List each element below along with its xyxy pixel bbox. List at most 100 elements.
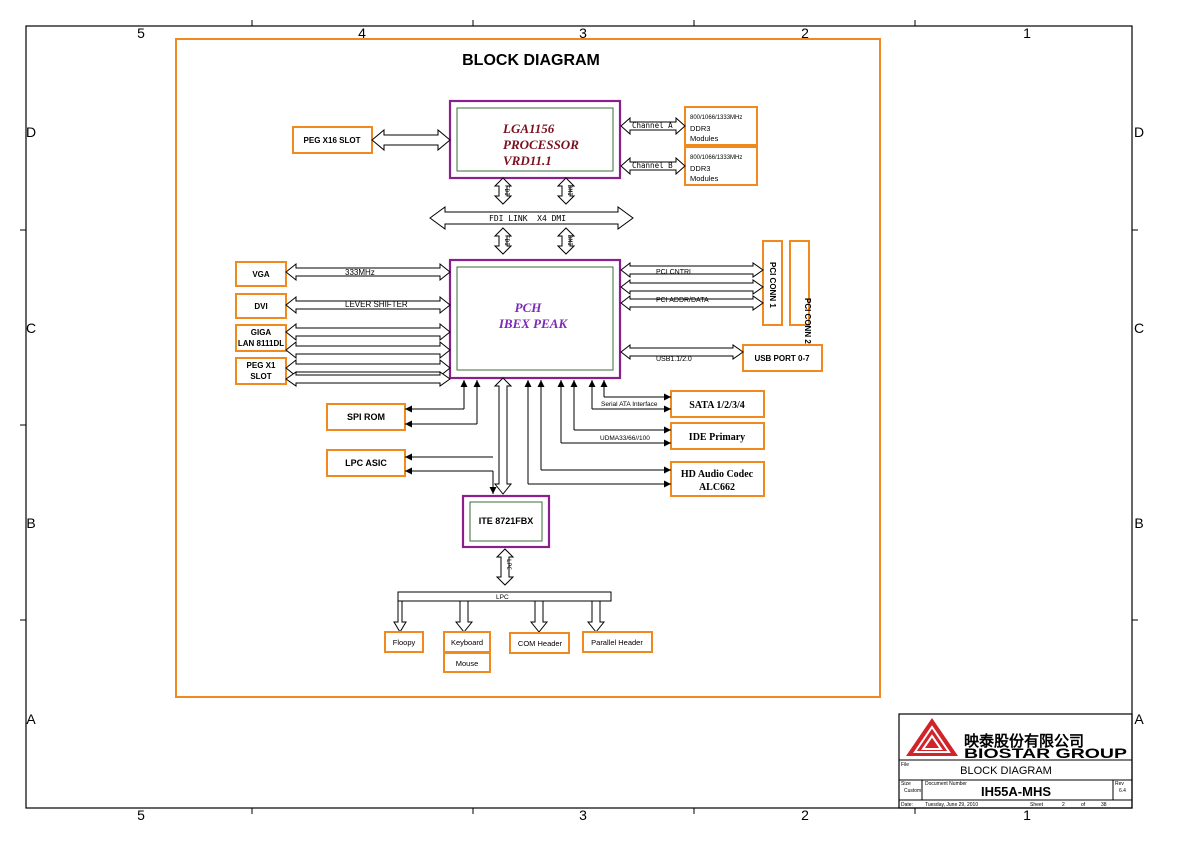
mouse-label: Mouse — [456, 659, 479, 668]
cpu-label-line: PROCESSOR — [503, 137, 579, 152]
sata-label: SATA 1/2/3/4 — [689, 400, 744, 411]
size-field-label: Size — [901, 781, 911, 787]
sata-block: SATA 1/2/3/4 — [670, 390, 765, 418]
fdi-link-arrow-bottom — [493, 227, 513, 255]
frame-row-label: C — [26, 320, 36, 336]
spi-rom-label: SPI ROM — [347, 412, 385, 422]
peg-x16-label: PEG X16 SLOT — [304, 136, 361, 145]
com-header-label: COM Header — [518, 639, 563, 648]
dmi-link-arrow-top — [556, 177, 576, 205]
giga-lan-block: GIGA LAN 8111DL — [235, 324, 287, 352]
dmi-label-bottom: DMI — [566, 235, 573, 246]
level-shifter-label: LEVER SHIFTER — [345, 300, 408, 309]
file-field-value: BLOCK DIAGRAM — [960, 765, 1052, 777]
pci-conn-2-label: PCI CONN 2 — [803, 298, 812, 344]
lpc-horizontal-label: LPC — [496, 594, 509, 601]
sheet-field-label: Sheet — [1030, 802, 1044, 808]
frame-col-label: 5 — [137, 807, 145, 823]
com-header-block: COM Header — [509, 632, 570, 654]
ite-label: ITE 8721FBX — [479, 516, 534, 526]
pci-addr-arrow — [620, 294, 764, 312]
peg-x1-label-line: PEG X1 — [247, 361, 276, 370]
left-bus-arrows — [285, 262, 451, 387]
sheet-number: 2 — [1062, 802, 1065, 808]
dvi-label: DVI — [254, 302, 267, 311]
sata-interface-label: Serial ATA Interface — [601, 401, 658, 408]
sheet-frame: 5 4 3 2 1 5 3 2 1 D C B A D C B A — [20, 20, 1144, 823]
hd-audio-block: HD Audio Codec ALC662 — [670, 461, 765, 497]
frame-row-label: A — [1134, 711, 1144, 727]
vga-freq-label: 333MHz — [345, 268, 375, 277]
ite-lpc-arrow — [495, 548, 515, 586]
channel-a-label: Channel A — [632, 121, 673, 130]
title-block: 映泰股份有限公司 BIOSTAR GROUP File BLOCK DIAGRA… — [898, 713, 1133, 809]
parallel-header-label: Parallel Header — [591, 638, 643, 647]
channel-b-label: Channel B — [632, 161, 673, 170]
rev-field-label: Rev — [1115, 781, 1124, 787]
ddr3-module-b: 800/1066/1333MHz DDR3 Modules — [684, 146, 758, 186]
lpc-vertical-label: LPC — [505, 559, 512, 570]
rev-field-value: 6.4 — [1119, 788, 1126, 794]
frame-row-label: B — [1134, 515, 1143, 531]
total-sheets: 38 — [1101, 802, 1107, 808]
peg-x1-label-line: SLOT — [250, 372, 271, 381]
frame-col-label: 4 — [358, 25, 366, 41]
ite-superio-block: ITE 8721FBX — [461, 494, 551, 549]
ddr3-module-a: 800/1066/1333MHz DDR3 Modules — [684, 106, 758, 146]
lpc-asic-block: LPC ASIC — [326, 449, 406, 477]
giga-lan-label-line: GIGA — [251, 328, 272, 337]
ide-label: IDE Primary — [689, 432, 745, 443]
cpu-label-line: VRD11.1 — [503, 153, 552, 168]
channel-a-arrow — [620, 116, 686, 136]
peg-x1-block: PEG X1 SLOT — [235, 357, 287, 385]
pch-block: PCH IBEX PEAK — [448, 258, 622, 380]
vga-label: VGA — [252, 270, 270, 279]
cpu-label-line: LGA1156 — [502, 121, 555, 136]
frame-col-label: 1 — [1023, 807, 1031, 823]
biostar-logo-icon — [906, 718, 958, 756]
pch-label-line: IBEX PEAK — [498, 316, 569, 331]
keyboard-label: Keyboard — [451, 638, 483, 647]
diagram-title: BLOCK DIAGRAM — [462, 52, 600, 69]
peg-x16-slot: PEG X16 SLOT — [292, 126, 373, 154]
file-field-label: File — [901, 762, 909, 768]
frame-row-label: D — [1134, 124, 1144, 140]
lpc-asic-label: LPC ASIC — [345, 458, 387, 468]
parallel-header-block: Parallel Header — [582, 631, 653, 653]
peg-x16-link-arrow — [371, 128, 451, 152]
dmi-label-top: DMI — [566, 185, 573, 196]
fdi-label-bottom: FDI — [503, 235, 510, 246]
giga-lan-label-line: LAN 8111DL — [238, 339, 284, 348]
spi-connector-lines — [405, 380, 481, 428]
fdi-label-top: FDI — [503, 185, 510, 196]
usb-port-block: USB PORT 0-7 — [742, 344, 823, 372]
pci-bus-arrow — [620, 278, 764, 296]
frame-col-label: 5 — [137, 25, 145, 41]
keyboard-block: Keyboard — [443, 631, 491, 653]
pci-addr-label: PCI ADDR/DATA — [656, 297, 709, 304]
company-name-en: BIOSTAR GROUP — [964, 745, 1127, 761]
pci-conn-1: PCI CONN 1 — [762, 240, 783, 326]
vga-block: VGA — [235, 261, 287, 287]
frame-col-label: 2 — [801, 25, 809, 41]
ddr3-b-speed: 800/1066/1333MHz — [690, 155, 742, 161]
ddr3-a-type: DDR3 — [690, 124, 710, 133]
date-field-label: Date: — [901, 802, 913, 808]
frame-row-label: A — [26, 711, 36, 727]
of-label: of — [1081, 802, 1086, 808]
ide-block: IDE Primary — [670, 422, 765, 450]
pch-label-line: PCH — [515, 300, 543, 315]
size-field-value: Custom — [904, 788, 921, 794]
ddr3-b-type: DDR3 — [690, 164, 710, 173]
pch-to-ite-arrow — [493, 377, 513, 495]
frame-col-label: 2 — [801, 807, 809, 823]
lpc-bus — [393, 591, 612, 633]
company-name-cn: 映泰股份有限公司 — [964, 732, 1084, 750]
pci-conn-1-label: PCI CONN 1 — [768, 262, 777, 308]
usb-link-label: USB1.1/2.0 — [656, 356, 692, 363]
mouse-block: Mouse — [443, 652, 491, 673]
frame-row-label: B — [26, 515, 35, 531]
floppy-block: Floopy — [384, 631, 424, 653]
channel-b-arrow — [620, 156, 686, 176]
